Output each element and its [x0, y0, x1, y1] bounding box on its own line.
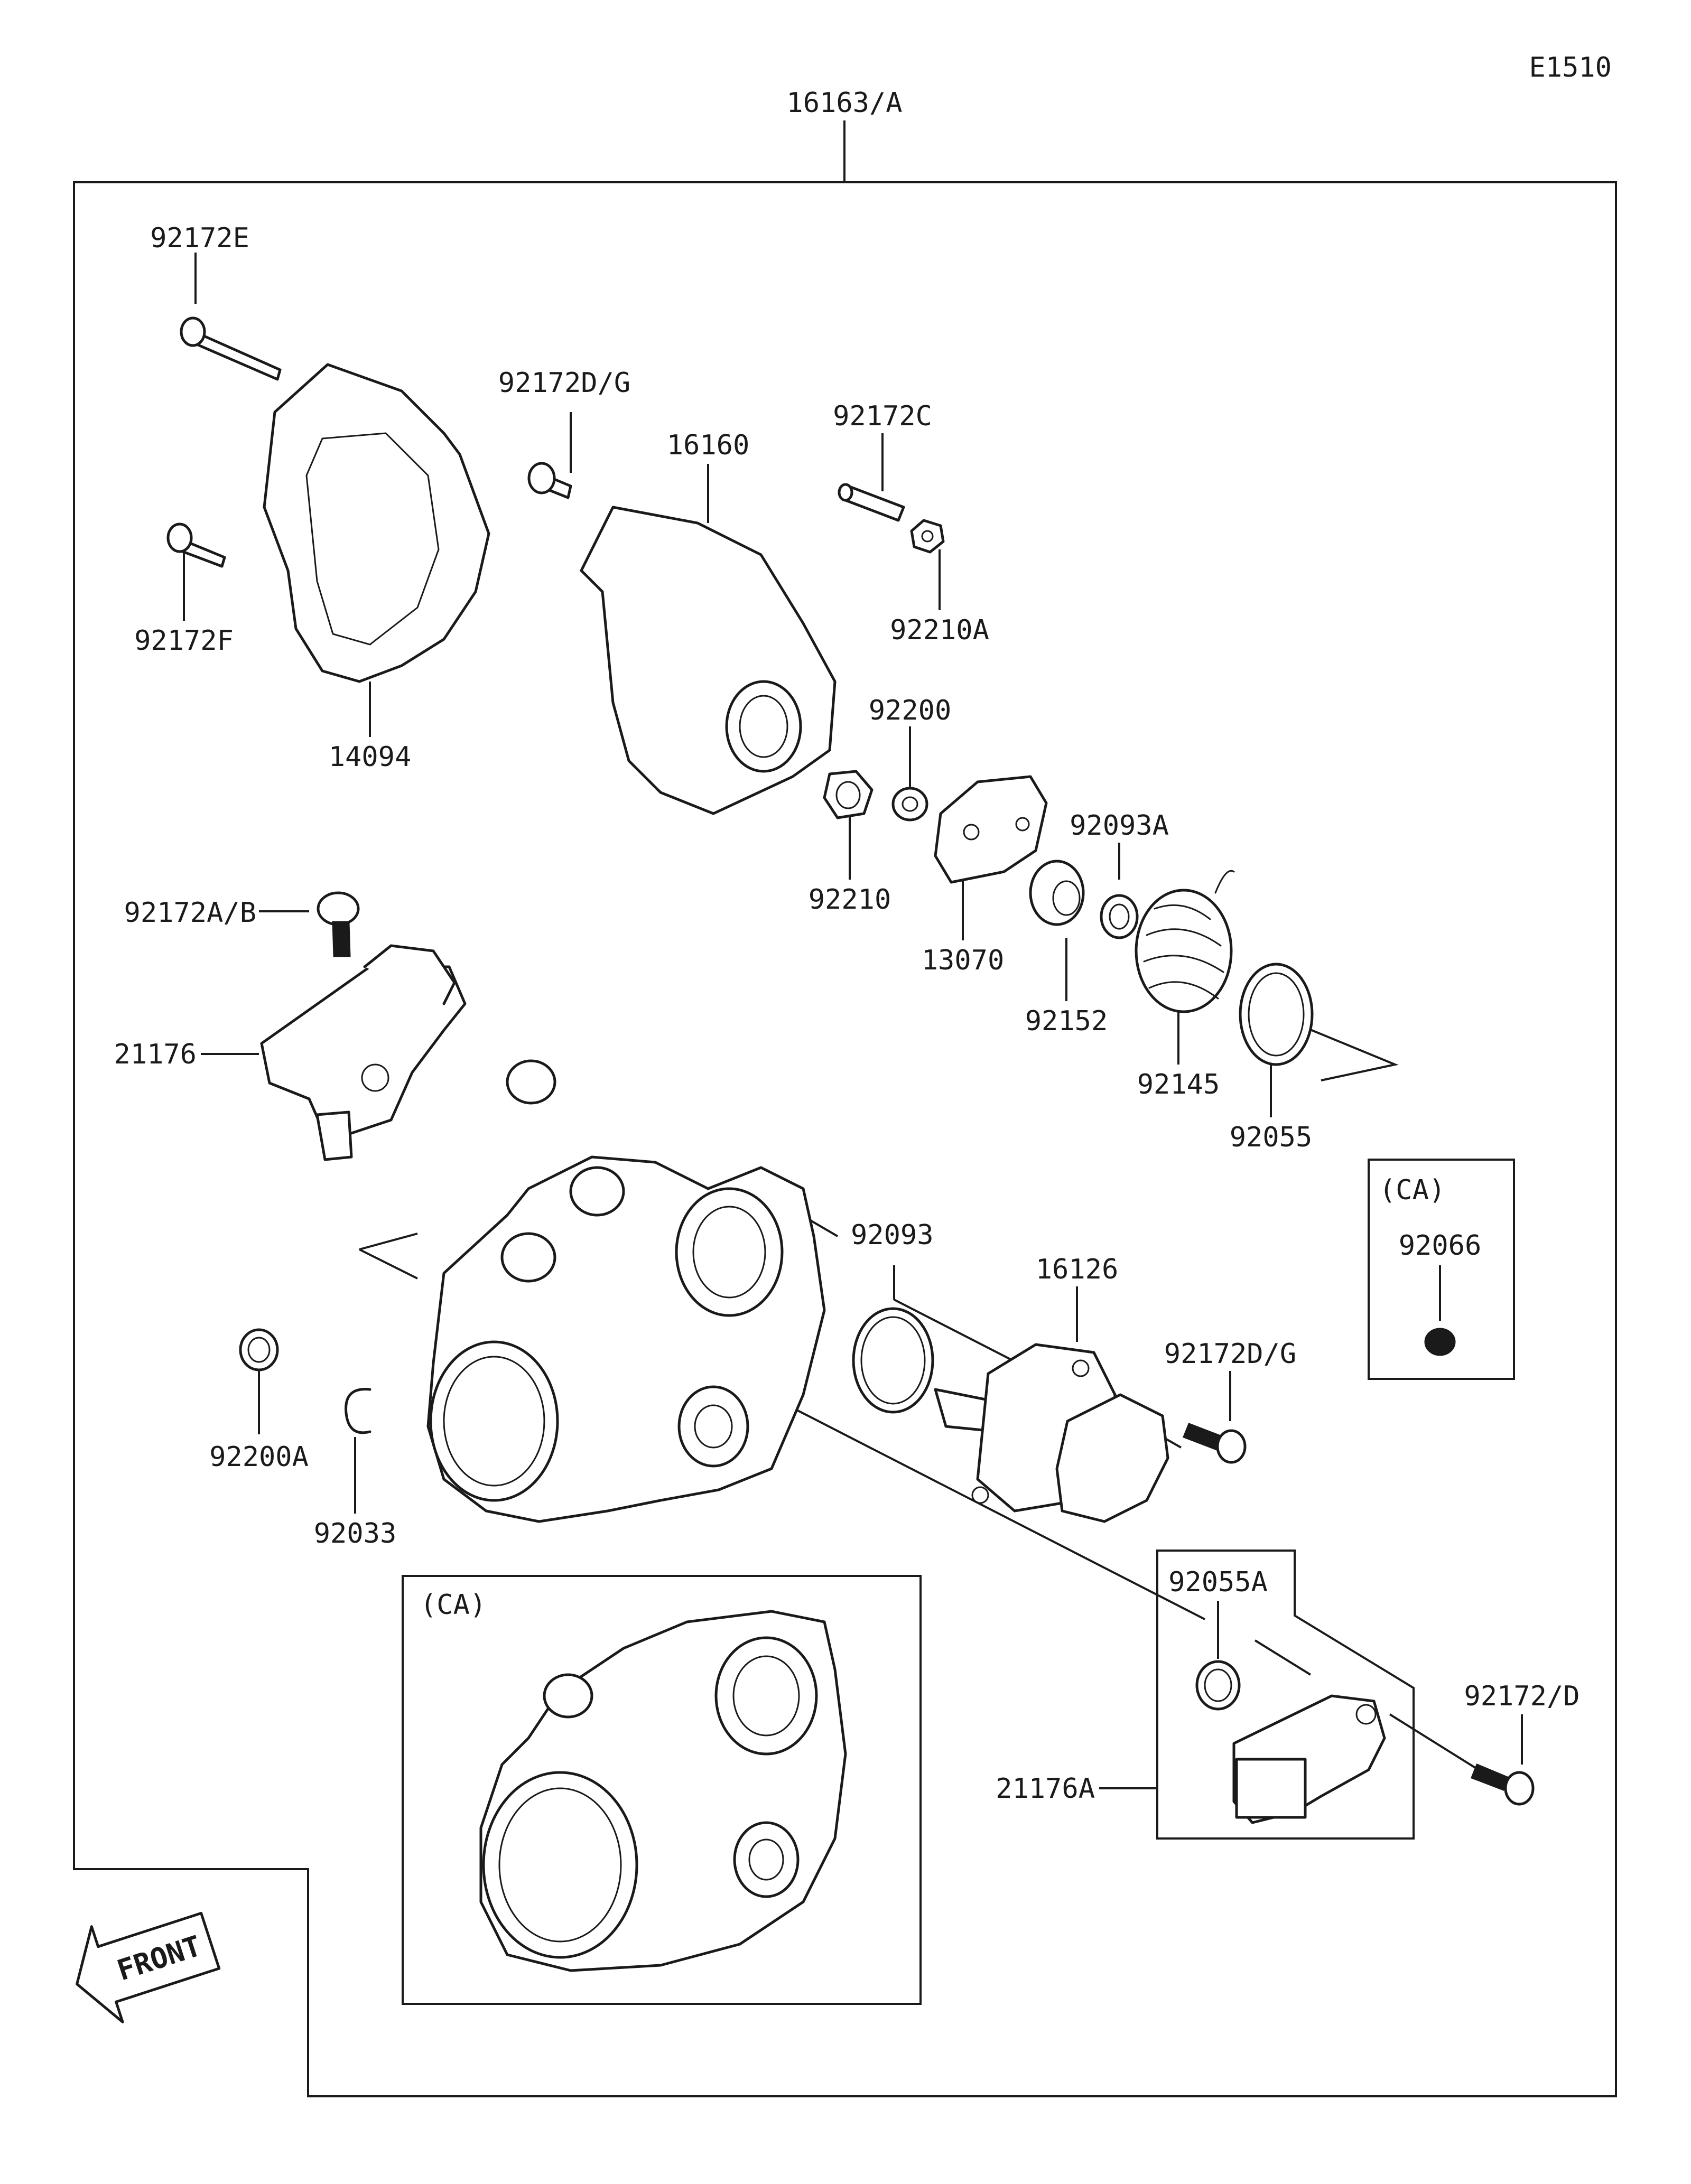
- motor-16126: [934, 1343, 1169, 1523]
- label-ca-small: (CA): [1379, 1174, 1445, 1206]
- throttle-body: [426, 1155, 826, 1523]
- label-92172DG-mid: 92172D/G: [1164, 1338, 1296, 1370]
- nut-92210: [823, 770, 874, 819]
- washer-92200: [891, 787, 928, 822]
- cap: [506, 1059, 556, 1105]
- front-arrow-icon: FRONT: [76, 1911, 221, 2023]
- label-92200A: 92200A: [209, 1441, 309, 1473]
- sensor-21176: [260, 944, 467, 1161]
- label-92055: 92055: [1230, 1122, 1313, 1153]
- bushing-92152: [1029, 860, 1085, 926]
- assembly-frame: [73, 181, 1617, 2097]
- label-14094: 14094: [329, 741, 412, 773]
- label-21176A: 21176A: [996, 1773, 1095, 1805]
- cover-14094: [263, 363, 490, 683]
- gasket-92055: [1239, 963, 1314, 1066]
- screw-92172D: [1471, 1763, 1535, 1806]
- spring-92145: [1135, 870, 1235, 1013]
- bolt-92172F: [166, 522, 226, 568]
- screw-92172AB: [317, 891, 360, 957]
- label-92172C: 92172C: [833, 400, 932, 432]
- screw-92172DG-mid: [1183, 1423, 1247, 1464]
- assembly-label: 16163/A: [786, 87, 902, 119]
- cap-92066: [1424, 1328, 1456, 1356]
- label-92033: 92033: [314, 1518, 397, 1550]
- label-92172E: 92172E: [150, 222, 249, 254]
- label-16160: 16160: [667, 430, 750, 461]
- label-92172AB: 92172A/B: [124, 897, 256, 929]
- label-92093A: 92093A: [1070, 810, 1169, 842]
- sensor-group-bracket: [1156, 1550, 1415, 1840]
- label-92172D: 92172/D: [1464, 1681, 1579, 1712]
- label-13070: 13070: [922, 945, 1005, 976]
- label-21176: 21176: [114, 1039, 197, 1070]
- ring-92093A: [1100, 894, 1139, 939]
- variant-box-large: [402, 1575, 922, 2005]
- bolt-92172E: [180, 316, 282, 381]
- label-92210: 92210: [809, 884, 891, 916]
- oring-92093: [852, 1307, 934, 1414]
- label-16126: 16126: [1036, 1254, 1119, 1285]
- sensor-21176A: [1232, 1694, 1386, 1824]
- page-code: E1510: [1529, 52, 1612, 83]
- bracket-16160: [580, 506, 837, 815]
- nut-92210A: [910, 519, 945, 554]
- bolt-92172DG-top: [527, 462, 572, 499]
- label-92055A: 92055A: [1168, 1566, 1268, 1598]
- label-92152: 92152: [1025, 1005, 1108, 1037]
- pin-92172C: [838, 483, 905, 522]
- throttle-body-ca-variant: [479, 1610, 847, 1972]
- label-92210A: 92210A: [890, 614, 989, 646]
- lever-13070: [934, 775, 1048, 884]
- label-92093: 92093: [851, 1219, 934, 1251]
- label-92172DG-top: 92172D/G: [498, 367, 630, 399]
- ring-92055A: [1195, 1660, 1241, 1711]
- label-92145: 92145: [1137, 1069, 1220, 1100]
- washer-92200A: [239, 1328, 279, 1371]
- clip-92033: [345, 1388, 371, 1434]
- label-ca-large: (CA): [420, 1589, 486, 1621]
- label-92200: 92200: [869, 695, 952, 726]
- label-92172F: 92172F: [134, 625, 234, 657]
- variant-box-small: [1368, 1159, 1515, 1380]
- label-92066: 92066: [1399, 1230, 1482, 1262]
